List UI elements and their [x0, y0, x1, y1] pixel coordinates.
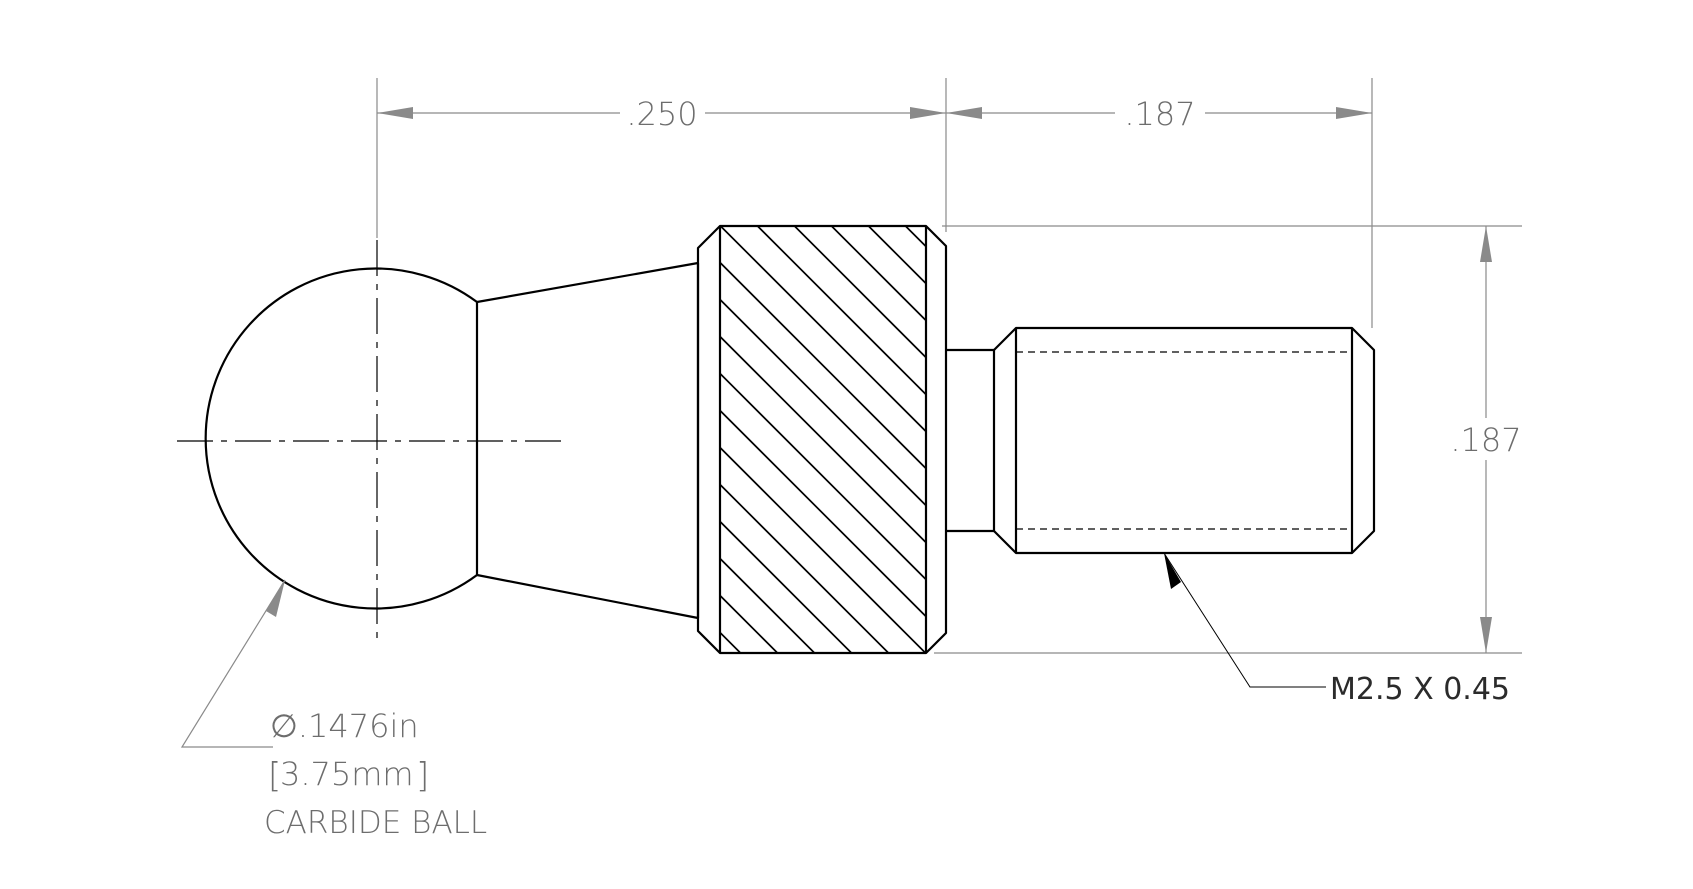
knurl-pattern [720, 226, 926, 653]
thread-callout-label: M2.5 X 0.45 [1330, 672, 1510, 707]
threaded-shaft [993, 326, 1376, 555]
dimension-thread-length: .187 [946, 95, 1372, 133]
ball-material-label: CARBIDE BALL [264, 805, 487, 841]
tapered-neck [475, 261, 700, 620]
dimension-knurl-diameter: .187 [1450, 226, 1522, 653]
ball-diameter-inch: ∅.1476in [270, 707, 419, 745]
knurled-collar [696, 224, 948, 655]
carbide-ball [204, 267, 478, 610]
thread-callout: M2.5 X 0.45 [1163, 552, 1510, 707]
extension-lines [376, 78, 1522, 654]
ball-bracket-left: [ [268, 756, 281, 796]
ball-diameter-mm: 3.75mm [280, 755, 414, 793]
ball-bracket-right: ] [416, 756, 429, 796]
dimension-label-diameter: .187 [1450, 421, 1521, 459]
dimension-taper-length: .250 [377, 95, 946, 133]
ball-center-lines [177, 240, 567, 640]
ball-callout: ∅.1476in [ 3.75mm ] CARBIDE BALL [180, 579, 487, 841]
dimension-label-taper: .250 [626, 95, 697, 133]
thread-relief [946, 348, 996, 533]
dimension-label-thread-length: .187 [1124, 95, 1195, 133]
